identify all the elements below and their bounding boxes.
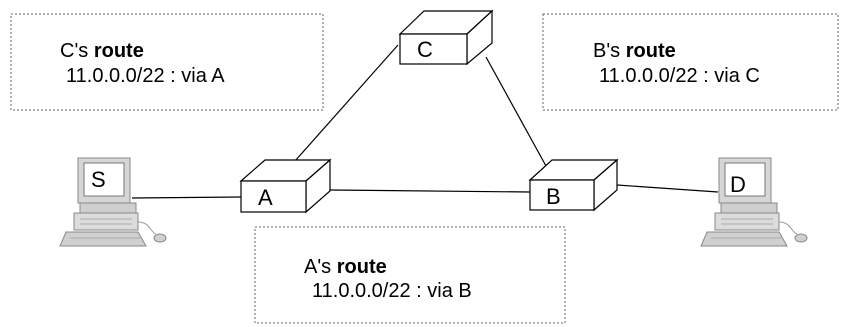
router-a-label: A: [258, 185, 273, 210]
route-box-c-title: C's route: [60, 40, 144, 62]
router-c-label: C: [417, 37, 433, 62]
host-d-computer-icon: [700, 157, 808, 247]
host-s: S: [59, 157, 167, 247]
link-s-a: [131, 196, 242, 199]
router-c: C: [398, 9, 494, 66]
host-d-label: D: [730, 172, 746, 197]
link-b-d: [616, 184, 719, 193]
host-d: D: [700, 157, 808, 247]
route-box-c: C's route 11.0.0.0/22 : via A: [10, 13, 324, 111]
router-b: B: [528, 158, 619, 212]
route-box-a: A's route 11.0.0.0/22 : via B: [254, 226, 566, 324]
host-s-computer-icon: [59, 157, 167, 247]
route-box-b: B's route 11.0.0.0/22 : via C: [542, 13, 839, 111]
links: [131, 44, 719, 199]
host-s-label: S: [91, 167, 106, 192]
link-a-b: [329, 189, 531, 193]
route-box-b-title: B's route: [593, 40, 676, 62]
link-c-b: [485, 56, 547, 167]
link-a-c: [286, 44, 399, 171]
router-b-label: B: [546, 184, 561, 209]
route-box-b-entry: 11.0.0.0/22 : via C: [599, 65, 760, 87]
route-box-a-title: A's route: [304, 256, 387, 278]
route-box-a-entry: 11.0.0.0/22 : via B: [312, 280, 472, 302]
route-box-c-entry: 11.0.0.0/22 : via A: [66, 65, 225, 87]
router-a: A: [239, 158, 332, 214]
